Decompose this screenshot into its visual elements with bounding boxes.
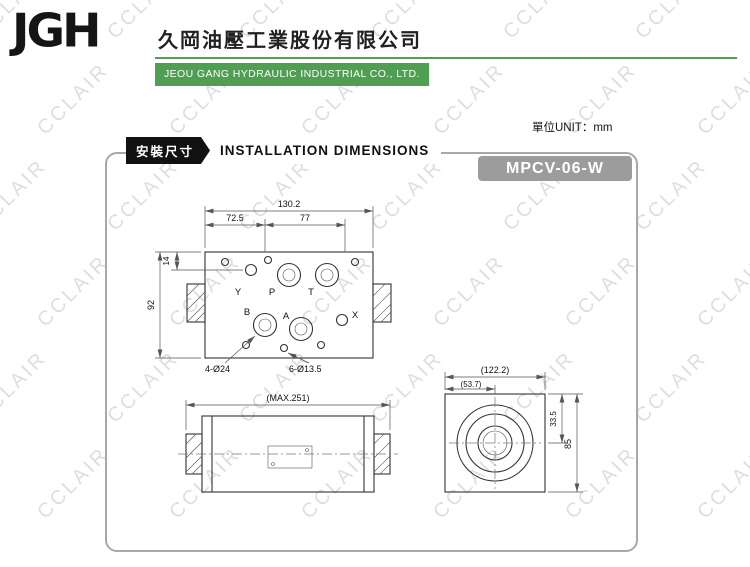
watermark-text: CCLAIR	[631, 0, 712, 44]
watermark-text: CCLAIR	[693, 443, 750, 524]
watermark-text: CCLAIR	[0, 347, 52, 428]
drawing-frame	[105, 152, 638, 552]
unit-label: 單位UNIT：mm	[532, 122, 613, 134]
company-name-en-bar: JEOU GANG HYDRAULIC INDUSTRIAL CO., LTD.	[155, 63, 429, 86]
company-logo: JGH	[12, 4, 101, 59]
watermark-text: CCLAIR	[33, 251, 114, 332]
watermark-text: CCLAIR	[631, 347, 712, 428]
watermark-text: CCLAIR	[693, 251, 750, 332]
section-title: INSTALLATION DIMENSIONS	[220, 143, 430, 158]
model-badge: MPCV-06-W	[478, 156, 632, 181]
watermark-text: CCLAIR	[499, 0, 580, 44]
header-divider-line	[155, 57, 737, 59]
watermark-text: CCLAIR	[33, 443, 114, 524]
watermark-text: CCLAIR	[693, 59, 750, 140]
section-tag-zh: 安裝尺寸	[126, 137, 210, 164]
company-name-zh: 久岡油壓工業股份有限公司	[158, 30, 422, 52]
watermark-text: CCLAIR	[33, 59, 114, 140]
section-header: 安裝尺寸 INSTALLATION DIMENSIONS	[126, 137, 442, 164]
watermark-text: CCLAIR	[0, 155, 52, 236]
watermark-text: CCLAIR	[631, 155, 712, 236]
watermark-text: CCLAIR	[429, 59, 510, 140]
company-name-en: JEOU GANG HYDRAULIC INDUSTRIAL CO., LTD.	[164, 68, 420, 80]
